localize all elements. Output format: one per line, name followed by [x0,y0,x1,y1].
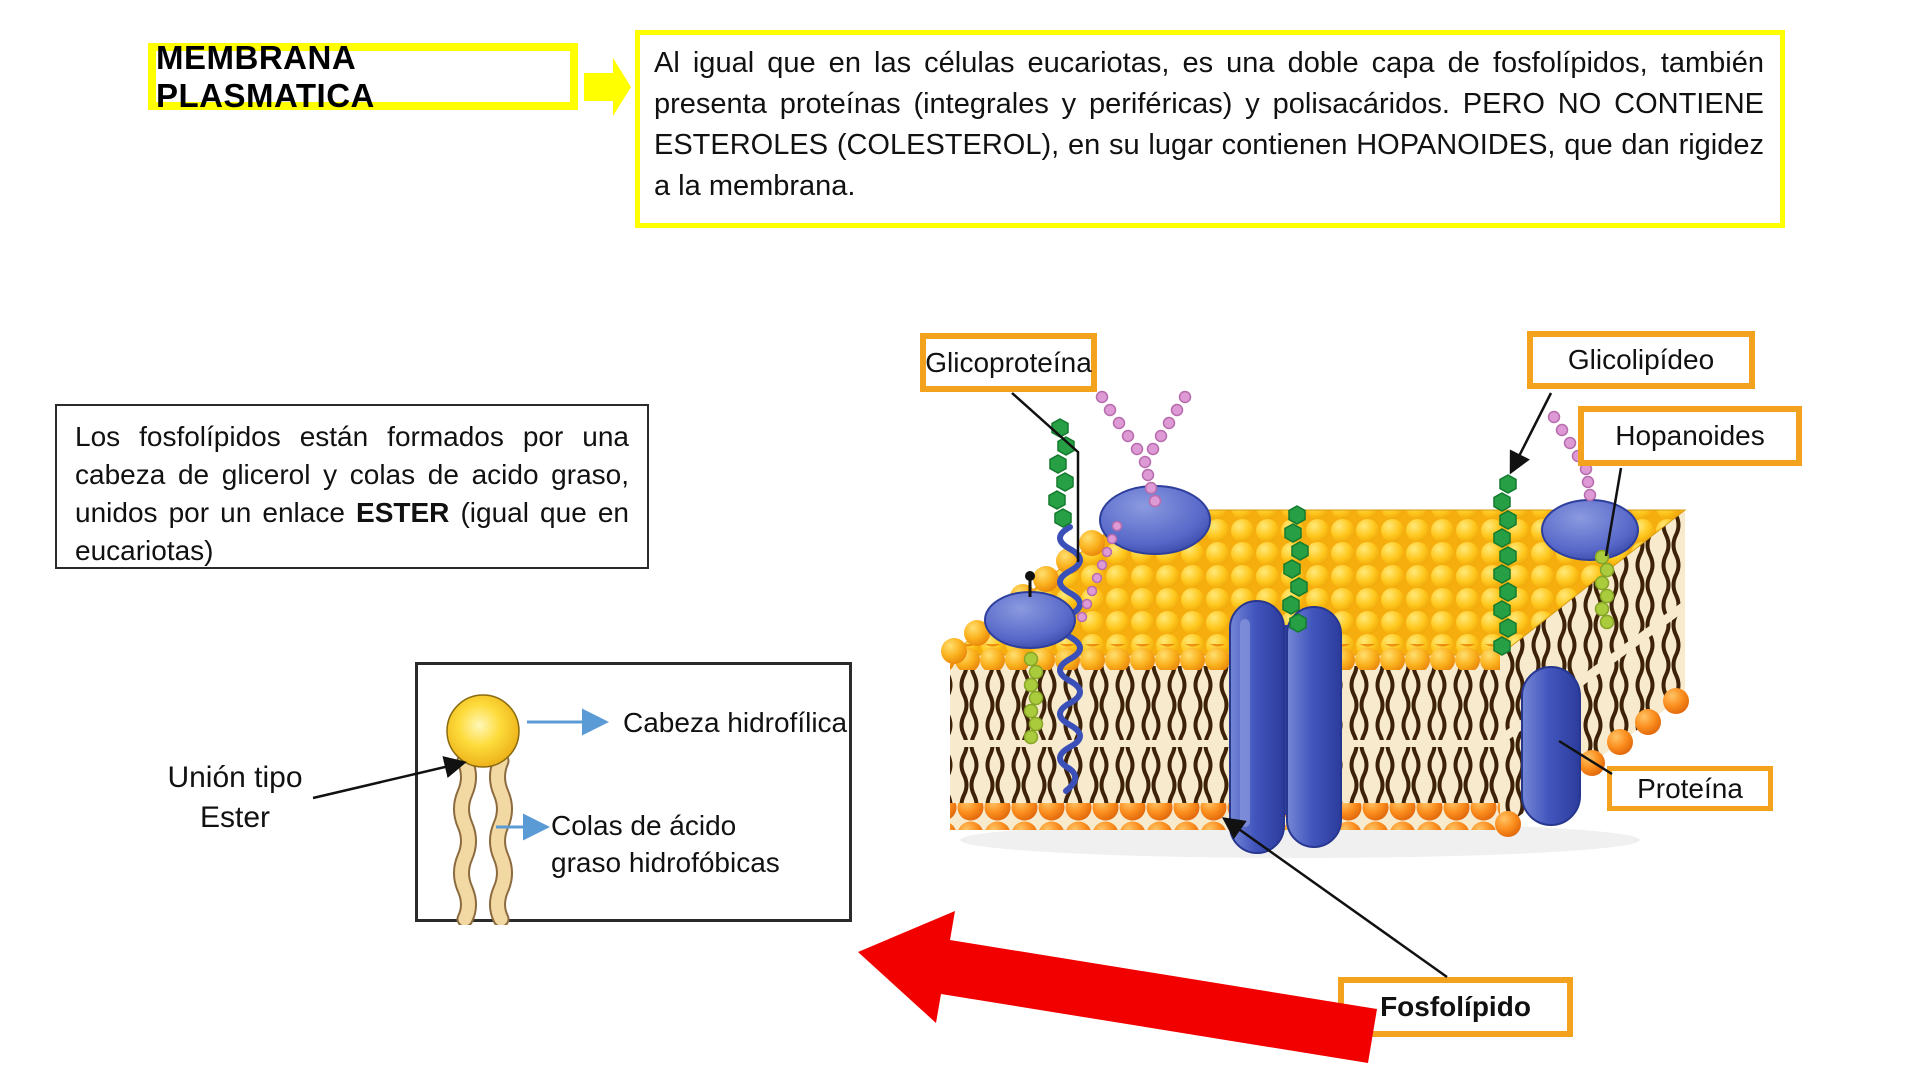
phospholipid-note-box: Los fosfolípidos están formados por una … [55,404,649,569]
glycolipid-label-box: Glicolipídeo [1527,331,1755,389]
phospholipid-drawing [446,694,520,925]
ester-union-label-line1: Unión tipo [167,761,303,794]
phospholipid-label-box: Fosfolípido [1338,977,1573,1037]
ester-union-label-line2: Ester [199,801,271,834]
phospholipid-label: Fosfolípido [1380,991,1531,1022]
integral-protein-right [1521,666,1581,826]
integral-protein-channel [1229,600,1342,854]
tails-label: Colas de ácido graso hidrofóbicas [551,807,780,881]
fatty-acid-tails [453,752,513,925]
hydrophilic-head [446,694,520,768]
hopanoid-chain-right [1594,549,1615,630]
title-box: MEMBRANA PLASMATICA [148,39,578,114]
glycolipid-label: Glicolipídeo [1567,344,1715,375]
glycoprotein-label-box: Glicoproteína [920,333,1097,392]
tails-label-line1: Colas de ácido [551,810,737,841]
yellow-block-arrow [584,58,631,116]
protein-label-box: Proteína [1607,766,1773,811]
phospholipid-figure-box: Cabeza hidrofílica Colas de ácido graso … [415,662,852,925]
membrane-illustration [941,362,1689,858]
head-label: Cabeza hidrofílica [623,707,848,738]
glycoprotein-label: Glicoproteína [925,346,1092,378]
description-text: Al igual que en las células eucariotas, … [654,47,1764,202]
hopanoids-label-box: Hopanoides [1578,406,1802,466]
tails-label-line2: graso hidrofóbicas [551,847,780,878]
peripheral-protein-squiggle [1057,524,1083,794]
page-title: MEMBRANA PLASMATICA [156,38,375,114]
red-thick-arrow [858,911,1377,1063]
note-bold-word: ESTER [356,497,450,528]
membrane-front-face [950,655,1500,830]
description-box: Al igual que en las células eucariotas, … [635,30,1785,228]
ester-union-label: Unión tipo Ester [150,758,320,838]
protein-label: Proteína [1637,772,1743,804]
hopanoid-chain-left [1023,651,1044,745]
note-text: Los fosfolípidos están formados por una … [75,421,630,566]
hopanoids-label: Hopanoides [1615,420,1765,451]
